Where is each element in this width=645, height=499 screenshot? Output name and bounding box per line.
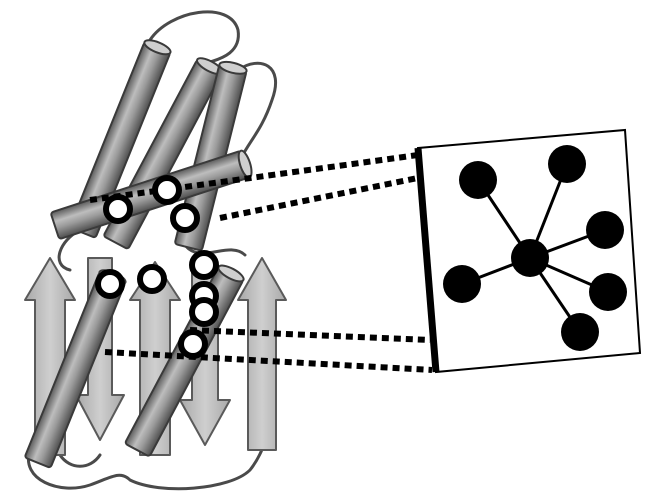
loop-top-right bbox=[236, 61, 278, 162]
network-node-4 bbox=[589, 273, 627, 311]
loop-bottom bbox=[26, 428, 272, 491]
residue-5 bbox=[137, 264, 167, 294]
network-nodes bbox=[443, 145, 627, 351]
network-node-6 bbox=[443, 265, 481, 303]
residue-6 bbox=[95, 269, 125, 299]
network-node-3 bbox=[586, 211, 624, 249]
connector-bottom-2 bbox=[104, 349, 433, 373]
connector-top-2 bbox=[219, 175, 419, 221]
loop-top bbox=[148, 10, 240, 64]
residue-3 bbox=[170, 203, 200, 233]
network-node-1 bbox=[459, 161, 497, 199]
connector-lines bbox=[89, 152, 433, 373]
network-node-5 bbox=[561, 313, 599, 351]
helix-1 bbox=[69, 39, 172, 239]
network-node-2 bbox=[548, 145, 586, 183]
residue-4 bbox=[189, 250, 219, 280]
residue-1 bbox=[103, 194, 133, 224]
network-panel bbox=[414, 128, 642, 374]
connector-bottom-1 bbox=[189, 327, 431, 343]
residue-9 bbox=[178, 329, 208, 359]
strand-5-up bbox=[237, 257, 287, 451]
loop-mid bbox=[183, 243, 247, 257]
residue-2 bbox=[152, 175, 182, 205]
network-hub-node bbox=[511, 239, 549, 277]
loop-bottom-left bbox=[58, 453, 102, 468]
residue-markers bbox=[95, 175, 219, 359]
residue-8 bbox=[189, 297, 219, 327]
network-box-left-edge bbox=[414, 147, 440, 373]
